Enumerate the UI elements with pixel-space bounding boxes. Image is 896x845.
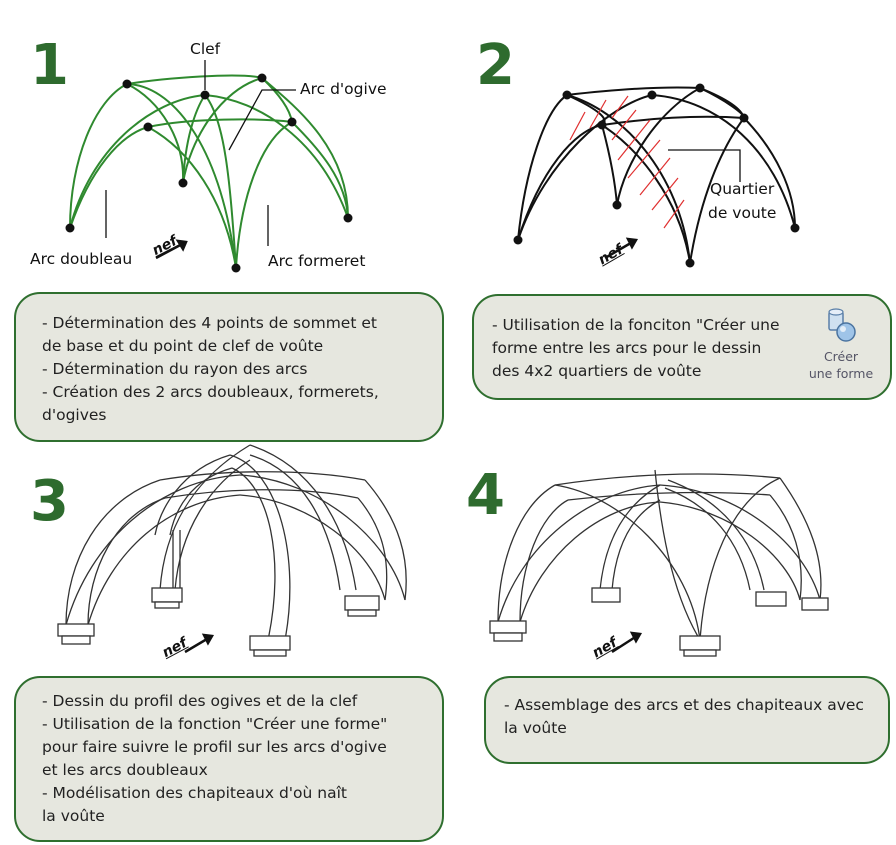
step-4-description: - Assemblage des arcs et des chapiteaux … bbox=[484, 676, 890, 764]
step-3-line: - Utilisation de la fonction "Créer une … bbox=[42, 713, 442, 736]
step-3-description: - Dessin du profil des ogives et de la c… bbox=[14, 676, 444, 842]
step-3-line: - Dessin du profil des ogives et de la c… bbox=[42, 690, 442, 713]
step-3-line: - Modélisation des chapiteaux d'où naît bbox=[42, 782, 442, 805]
step-3-line: la voûte bbox=[42, 805, 442, 828]
step-3-line: et les arcs doubleaux bbox=[42, 759, 442, 782]
step-4-line: - Assemblage des arcs et des chapiteaux … bbox=[504, 694, 888, 717]
step-3-line: pour faire suivre le profil sur les arcs… bbox=[42, 736, 442, 759]
step-4-line: la voûte bbox=[504, 717, 888, 740]
